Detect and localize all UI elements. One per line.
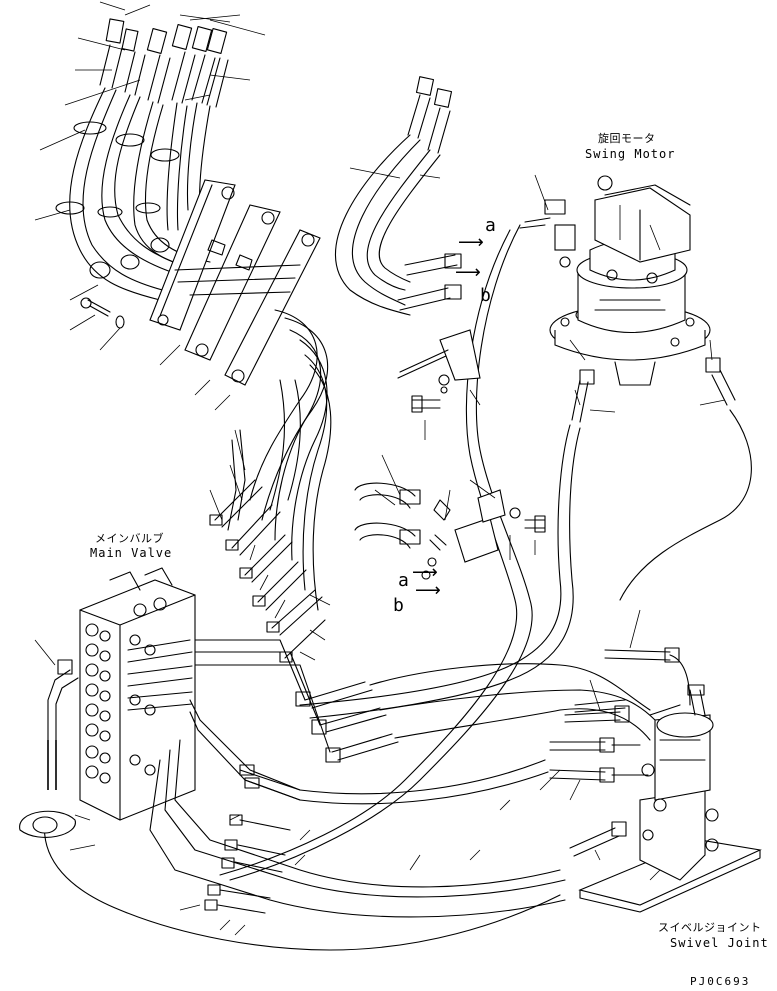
arrow-a-lower-label: a bbox=[398, 570, 410, 591]
drain-hose bbox=[19, 659, 79, 838]
main-valve bbox=[79, 567, 196, 821]
swivel-joint-label-en: Swivel Joint bbox=[670, 936, 769, 950]
arrow-a-upper-label: a bbox=[485, 215, 497, 236]
swivel-inlet-hoses bbox=[549, 647, 691, 857]
upper-left-hose-bundle bbox=[55, 18, 229, 329]
long-hoses-to-main-valve bbox=[227, 309, 332, 611]
main-valve-label-jp: メインバルブ bbox=[95, 532, 164, 545]
arrow-a-lower: ⟶ bbox=[412, 562, 438, 583]
swing-motor-label-en: Swing Motor bbox=[585, 147, 676, 161]
arrow-b-lower: ⟶ bbox=[415, 580, 441, 601]
center-bracket-fittings bbox=[354, 329, 546, 580]
ppc-valve-bracket bbox=[149, 179, 321, 386]
swing-motor bbox=[549, 175, 711, 386]
main-valve-outlet-hoses bbox=[43, 639, 656, 951]
leader-lines bbox=[34, 1, 726, 936]
arrow-b-upper-label: b bbox=[480, 285, 492, 306]
swing-to-swivel-hoses bbox=[219, 199, 752, 881]
swivel-joint bbox=[578, 684, 762, 913]
mid-hose-sleeves bbox=[209, 479, 326, 663]
swivel-joint-label-jp: スイベルジョイント bbox=[658, 921, 762, 934]
main-valve-label-en: Main Valve bbox=[90, 546, 173, 560]
arrow-b-lower-label: b bbox=[393, 595, 405, 616]
arrow-a-upper: ⟶ bbox=[458, 232, 484, 253]
drawing-code: PJ0C693 bbox=[690, 975, 751, 988]
swing-motor-label-jp: 旋回モータ bbox=[598, 132, 656, 145]
swing-motor-hose-pair bbox=[334, 76, 462, 316]
arrow-b-upper: ⟶ bbox=[455, 262, 481, 283]
